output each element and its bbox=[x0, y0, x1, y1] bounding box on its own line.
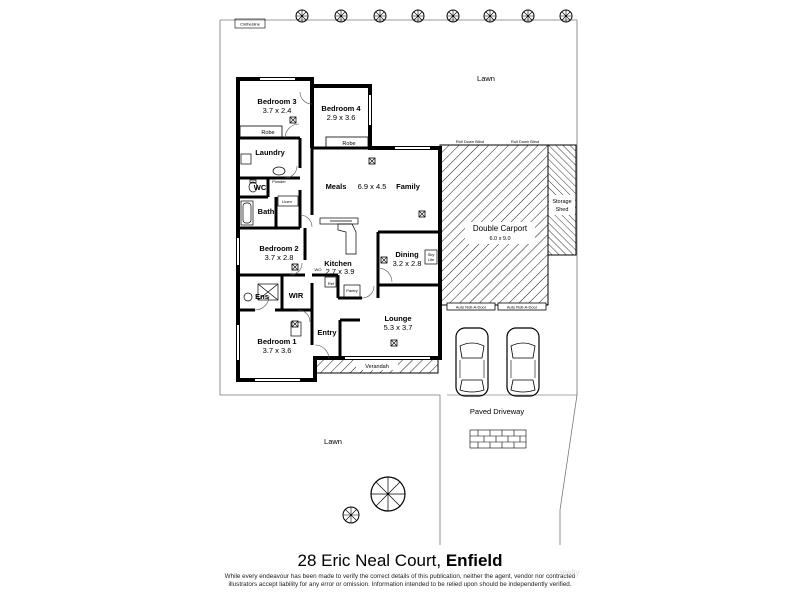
clothesline-box bbox=[234, 18, 266, 29]
blind-label-2: Roll Down Blind bbox=[511, 139, 539, 144]
powder-label: Powder bbox=[272, 179, 286, 184]
lounge-size: 5.3 x 3.7 bbox=[384, 323, 413, 332]
tree-row bbox=[295, 9, 573, 23]
dining-name: Dining bbox=[395, 250, 419, 259]
shed-label-2: Shed bbox=[556, 207, 569, 213]
kitchen-size: 2.7 x 3.9 bbox=[326, 267, 355, 276]
tree-icon bbox=[411, 9, 425, 23]
address-suburb: Enfield bbox=[445, 551, 503, 570]
robe-bed4-label: Robe bbox=[342, 141, 355, 147]
lounge-name: Lounge bbox=[384, 314, 411, 323]
tree-icon bbox=[370, 476, 406, 512]
roll-door-label-1: Auto Roll-A-Door bbox=[456, 305, 487, 310]
paved-driveway-label: Paved Driveway bbox=[470, 407, 524, 416]
linen-label: Linen bbox=[282, 199, 292, 204]
verandah-label-bg bbox=[356, 360, 398, 370]
roll-door-1 bbox=[446, 302, 496, 311]
robe-bed3 bbox=[239, 125, 283, 138]
ens-name: Ens bbox=[255, 292, 269, 301]
tree-icon bbox=[483, 9, 497, 23]
wc-name: WC bbox=[254, 183, 267, 192]
meals-name: Meals bbox=[326, 182, 347, 191]
clothesline-label: Clothesline bbox=[240, 22, 261, 27]
pantry-label: Pantry bbox=[346, 288, 358, 293]
lawn-bottom-label: Lawn bbox=[324, 437, 342, 446]
meals-size: 6.9 x 4.5 bbox=[358, 182, 387, 191]
disclaimer-line-2: illustrators accept liability for any er… bbox=[228, 581, 572, 588]
light-markers bbox=[289, 116, 426, 347]
sky-label: Sky bbox=[428, 252, 435, 257]
bedroom4-name: Bedroom 4 bbox=[321, 104, 361, 113]
laundry-name: Laundry bbox=[255, 148, 285, 157]
bedroom2-size: 3.7 x 2.8 bbox=[265, 253, 294, 262]
shed-label-bg bbox=[549, 195, 575, 215]
wir-name: WIR bbox=[289, 291, 304, 300]
entry-name: Entry bbox=[317, 328, 337, 337]
bedroom1-size: 3.7 x 3.6 bbox=[263, 346, 292, 355]
property-address: 28 Eric Neal Court, Enfield bbox=[0, 551, 800, 571]
bedroom4-size: 2.9 x 3.6 bbox=[327, 113, 356, 122]
roll-door-label-2: Auto Roll-A-Door bbox=[507, 305, 538, 310]
lite-label: Lite bbox=[428, 257, 435, 262]
carport-label-bg bbox=[465, 222, 535, 244]
bedroom3-name: Bedroom 3 bbox=[257, 97, 296, 106]
tree-icon bbox=[446, 9, 460, 23]
fixtures bbox=[240, 153, 438, 337]
bedroom1-name: Bedroom 1 bbox=[257, 337, 296, 346]
verandah-label: Verandah bbox=[365, 364, 389, 370]
tree-icon bbox=[295, 9, 309, 23]
lawn-top-label: Lawn bbox=[477, 74, 495, 83]
tree-icon bbox=[559, 9, 573, 23]
tree-icon bbox=[342, 506, 360, 524]
car-icon bbox=[455, 327, 489, 397]
windows bbox=[237, 78, 430, 381]
shed-label-1: Storage bbox=[552, 199, 571, 205]
bath-name: Bath bbox=[258, 207, 275, 216]
tree-icon bbox=[521, 9, 535, 23]
tree-icon bbox=[334, 9, 348, 23]
robe-bed3-label: Robe bbox=[261, 130, 274, 136]
floor-plan: Clothesline Lawn Lawn Double Carport 6.0… bbox=[219, 9, 578, 545]
kitchen-name: Kitchen bbox=[324, 259, 352, 268]
wo-label: WO bbox=[315, 267, 322, 272]
roll-door-2 bbox=[497, 302, 547, 311]
disclaimer: While every endeavour has been made to v… bbox=[200, 573, 600, 589]
bedroom2-name: Bedroom 2 bbox=[259, 244, 298, 253]
door-swings bbox=[254, 91, 393, 360]
house-walls bbox=[236, 77, 442, 382]
family-name: Family bbox=[396, 182, 421, 191]
carport-size: 6.0 x 9.0 bbox=[489, 236, 510, 242]
disclaimer-line-1: While every endeavour has been made to v… bbox=[224, 573, 576, 580]
watermark: realty bbox=[560, 568, 580, 577]
car-icon bbox=[506, 327, 540, 397]
blind-label-1: Roll Down Blind bbox=[456, 139, 484, 144]
ref-label: Ref bbox=[328, 281, 335, 286]
tree-icon bbox=[373, 9, 387, 23]
address-street: 28 Eric Neal Court, bbox=[297, 551, 442, 570]
robe-bed4 bbox=[325, 136, 369, 148]
paver-icon bbox=[469, 429, 527, 449]
bedroom3-size: 3.7 x 2.4 bbox=[263, 106, 292, 115]
dining-size: 3.2 x 2.8 bbox=[393, 259, 422, 268]
carport-name: Double Carport bbox=[473, 224, 528, 233]
